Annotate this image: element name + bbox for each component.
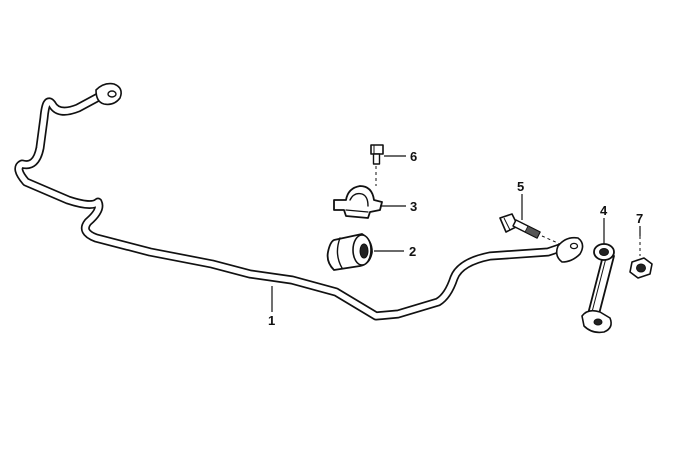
bolt bbox=[499, 213, 561, 245]
callouts: 1 2 3 4 5 6 7 bbox=[268, 149, 643, 328]
bushing bbox=[326, 233, 373, 271]
nut bbox=[629, 236, 653, 279]
sway-bar-right-eye bbox=[555, 236, 584, 263]
callout-link: 4 bbox=[600, 203, 608, 218]
bracket-bolt bbox=[370, 144, 384, 186]
leader-lines bbox=[271, 155, 641, 312]
callout-bracket-bolt: 6 bbox=[410, 149, 417, 164]
sway-bar bbox=[14, 82, 584, 321]
callout-bushing: 2 bbox=[409, 244, 416, 259]
sway-bar-left-eye bbox=[95, 82, 122, 106]
callout-sway-bar: 1 bbox=[268, 313, 275, 328]
link bbox=[581, 243, 615, 334]
bracket bbox=[333, 185, 383, 219]
callout-nut: 7 bbox=[636, 211, 643, 226]
callout-bracket: 3 bbox=[410, 199, 417, 214]
callout-bolt: 5 bbox=[517, 179, 524, 194]
